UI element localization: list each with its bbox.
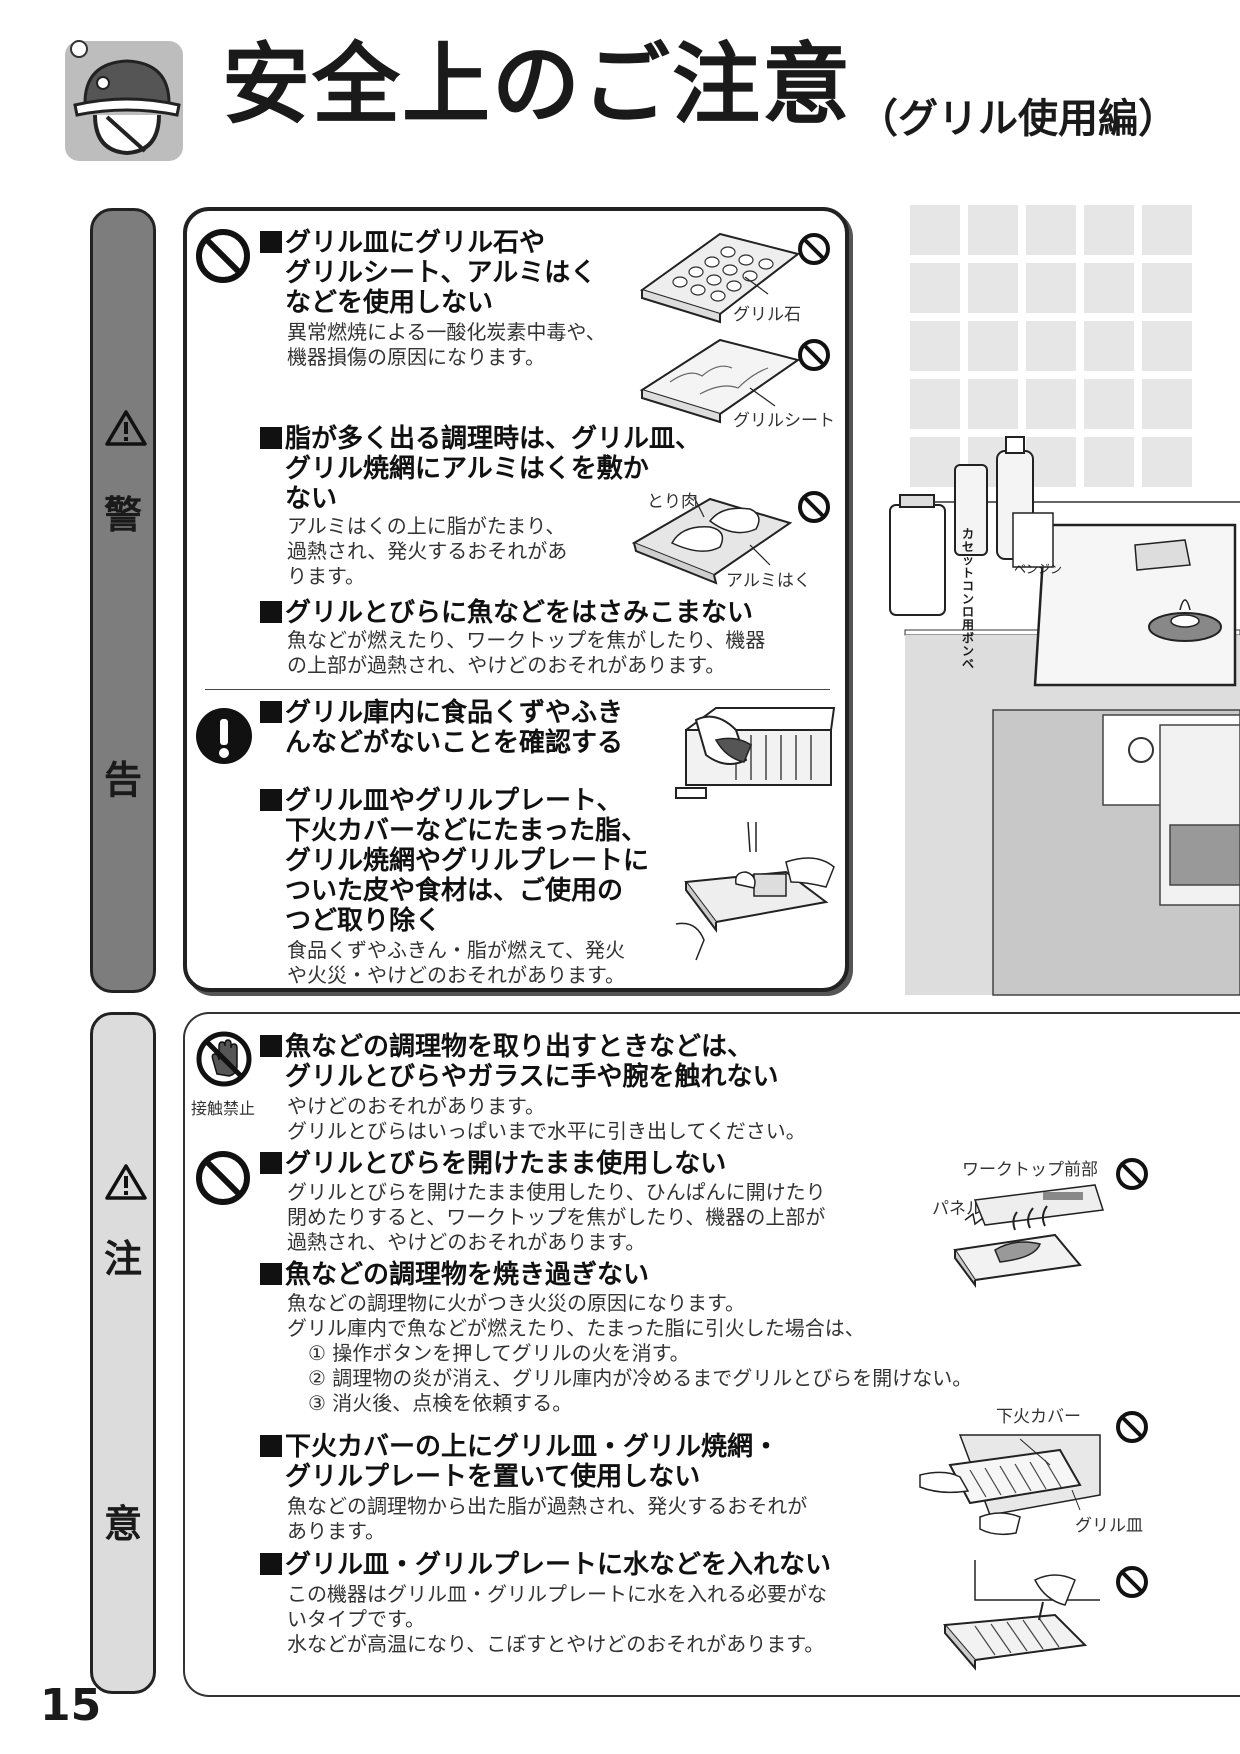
grill-interior-cleaning-illustration: [675, 707, 836, 799]
label-aluminum-foil: アルミはく: [726, 571, 811, 591]
no-touch-icon: [196, 1031, 252, 1087]
warning-item1-body-line1: 異常燃焼による一酸化炭素中毒や、: [287, 320, 606, 344]
label-worktop-front: ワークトップ前部: [962, 1160, 1098, 1180]
warning-item3-heading: グリルとびらに魚などをはさみこまない: [260, 598, 753, 628]
caution-item3-body-line2: グリル庫内で魚などが燃えたり、たまった脂に引火した場合は、: [287, 1316, 865, 1340]
caution-item5-body-line2: いタイプです。: [287, 1607, 425, 1631]
kitchen-stove-illustration: [889, 205, 1240, 996]
pouring-water-illustration: [942, 1560, 1100, 1671]
safety-helmet-icon: [65, 33, 195, 168]
warning-item5-heading-line5: つど取り除く: [285, 906, 442, 936]
caution-item1-body-line2: グリルとびらはいっぱいまで水平に引き出してください。: [287, 1119, 806, 1143]
warning-item1-body-line2: 機器損傷の原因になります。: [287, 345, 545, 369]
label-lower-flame-cover: 下火カバー: [996, 1407, 1081, 1427]
chicken-on-foil-illustration: [631, 496, 793, 585]
prohibition-small-icon: [1116, 1411, 1148, 1443]
warning-item5-body-line2: や火災・やけどのおそれがあります。: [287, 963, 625, 987]
caution-item5-heading: グリル皿・グリルプレートに水などを入れない: [260, 1550, 831, 1580]
label-chicken: とり肉: [647, 492, 698, 512]
warning-tab-char-1: 警: [103, 493, 142, 537]
label-gas-canister: カセットコンロ用ボンベ: [962, 527, 975, 671]
warning-item1-heading-line3: などを使用しない: [285, 288, 494, 318]
caution-item1-body-line1: やけどのおそれがあります。: [287, 1094, 545, 1118]
prohibition-small-icon: [798, 491, 830, 523]
warning-item5-heading-line2: 下火カバーなどにたまった脂、: [285, 816, 648, 846]
label-grill-sheet: グリルシート: [733, 411, 835, 431]
page-subtitle: （グリル使用編）: [858, 95, 1178, 142]
warning-tab: 警 告: [90, 208, 156, 993]
label-grill-stone: グリル石: [733, 305, 801, 325]
prohibition-icon: [196, 1151, 250, 1205]
caution-item1-heading-line2: グリルとびらやガラスに手や腕を触れない: [285, 1062, 779, 1092]
caution-item3-step-3: ③ 消火後、点検を依頼する。: [308, 1391, 573, 1415]
warning-item5-heading: グリル皿やグリルプレート、: [260, 786, 622, 816]
open-grill-door-illustration: [953, 1184, 1104, 1289]
caution-item5-body-line3: 水などが高温になり、こぼすとやけどのおそれがあります。: [287, 1632, 825, 1656]
tray-cleaning-illustration: [675, 821, 835, 961]
warning-item5-heading-line3: グリル焼網やグリルプレートに: [285, 846, 650, 876]
caution-item3-heading: 魚などの調理物を焼き過ぎない: [260, 1260, 649, 1290]
caution-item2-heading: グリルとびらを開けたまま使用しない: [260, 1149, 726, 1179]
caution-item5-body-line1: この機器はグリル皿・グリルプレートに水を入れる必要がな: [287, 1582, 827, 1606]
caution-tab-char-2: 意: [103, 1502, 142, 1546]
warning-panel: [183, 207, 849, 992]
warning-item2-body-line3: ります。: [287, 564, 365, 588]
warning-divider: [205, 689, 830, 690]
page-title: 安全上のご注意: [222, 32, 853, 136]
label-benzine: ベンジン: [1014, 562, 1063, 576]
warning-item4-heading: グリル庫内に食品くずやふき: [260, 698, 623, 728]
prohibition-small-icon: [1116, 1158, 1148, 1190]
warning-tab-char-2: 告: [103, 758, 142, 802]
caution-tab: 注 意: [90, 1012, 156, 1694]
caution-item3-step-1: ① 操作ボタンを押してグリルの火を消す。: [308, 1341, 690, 1365]
warning-item1-heading: グリル皿にグリル石や: [260, 228, 545, 258]
warning-item2-body-line1: アルミはくの上に脂がたまり、: [287, 514, 566, 538]
warning-item2-body-line2: 過熱され、発火するおそれがあ: [287, 539, 568, 563]
prohibition-small-icon: [798, 339, 830, 371]
warning-item2-heading-line3: ない: [285, 484, 338, 514]
warning-item5-body-line1: 食品くずやふきん・脂が燃えて、発火: [287, 938, 625, 962]
label-panel: パネル: [932, 1199, 983, 1219]
warning-item3-body-line2: の上部が過熱され、やけどのおそれがあります。: [287, 653, 726, 677]
label-grill-tray: グリル皿: [1075, 1516, 1143, 1536]
caution-item3-step-2: ② 調理物の炎が消え、グリル庫内が冷めるまでグリルとびらを開けない。: [308, 1366, 973, 1390]
caution-triangle-icon: [105, 1164, 147, 1200]
caution-item4-body-line1: 魚などの調理物から出た脂が過熱され、発火するおそれが: [287, 1494, 808, 1518]
caution-item4-heading-line2: グリルプレートを置いて使用しない: [285, 1462, 701, 1492]
page-number: 15: [40, 1680, 102, 1731]
caution-item3-body-line1: 魚などの調理物に火がつき火災の原因になります。: [287, 1291, 745, 1315]
grill-sheet-tray-illustration: [639, 338, 801, 424]
warning-item1-heading-line2: グリルシート、アルミはく: [285, 258, 597, 288]
caution-item4-body-line2: あります。: [287, 1519, 385, 1543]
caution-item1-heading: 魚などの調理物を取り出すときなどは、: [260, 1032, 753, 1062]
warning-item2-heading: 脂が多く出る調理時は、グリル皿、: [260, 424, 701, 454]
caution-item2-body-line3: 過熱され、やけどのおそれがあります。: [287, 1230, 646, 1254]
warning-item4-heading-line2: んなどがないことを確認する: [285, 728, 624, 758]
grill-stone-tray-illustration: [639, 232, 801, 324]
mandatory-action-icon: [196, 708, 252, 764]
prohibition-small-icon: [1116, 1566, 1148, 1598]
warning-item5-heading-line4: ついた皮や食材は、ご使用の: [285, 876, 624, 906]
warning-item2-heading-line2: グリル焼網にアルミはくを敷か: [285, 454, 649, 484]
no-touch-icon-label: 接触禁止: [191, 1099, 256, 1118]
caution-item2-body-line1: グリルとびらを開けたまま使用したり、ひんぱんに開けたり: [287, 1180, 826, 1204]
warning-triangle-icon: [105, 410, 147, 446]
caution-item2-body-line2: 閉めたりすると、ワークトップを焦がしたり、機器の上部が: [287, 1205, 826, 1229]
tray-on-cover-illustration: [919, 1434, 1101, 1536]
prohibition-icon: [196, 229, 250, 283]
caution-item4-heading: 下火カバーの上にグリル皿・グリル焼網・: [260, 1432, 779, 1462]
caution-tab-char-1: 注: [103, 1237, 142, 1281]
warning-item3-body-line1: 魚などが燃えたり、ワークトップを焦がしたり、機器: [287, 628, 766, 652]
prohibition-small-icon: [798, 233, 830, 265]
